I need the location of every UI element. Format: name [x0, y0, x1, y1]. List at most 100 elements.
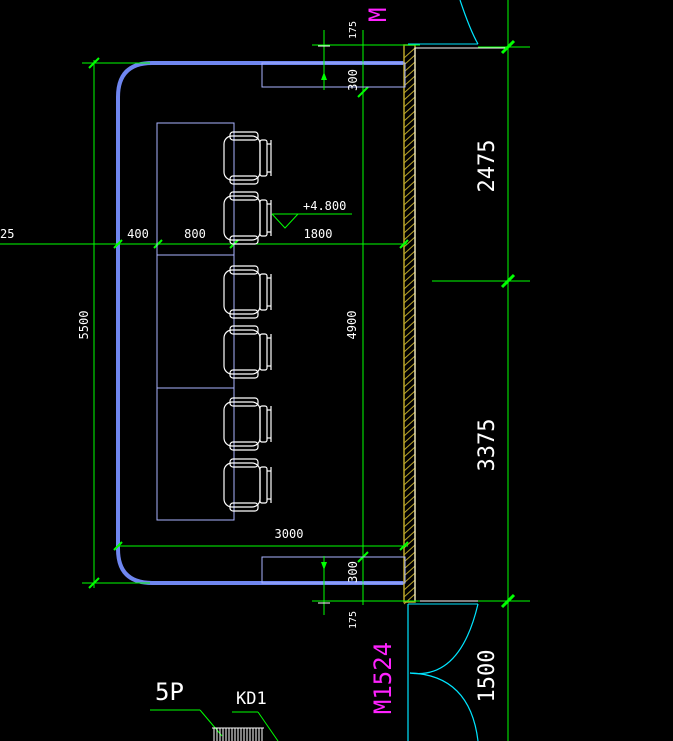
dim-300-bottom: 300 — [346, 561, 360, 583]
hatch-line — [403, 208, 416, 220]
door-arcs — [407, 0, 479, 741]
h3000-tick-left — [113, 541, 123, 551]
hatch-line — [403, 243, 416, 255]
chair-arm-top — [229, 131, 259, 141]
bottom-left-leaders — [150, 709, 279, 741]
chair-back — [259, 466, 268, 504]
right-tick-top — [500, 39, 516, 55]
hatch-line — [403, 75, 416, 87]
chair-3 — [223, 265, 272, 319]
left-tick-top — [88, 57, 100, 69]
chair-arm-bottom — [229, 235, 259, 245]
chair-5 — [223, 397, 272, 451]
chairs — [223, 131, 272, 512]
outer-wall — [116, 61, 405, 585]
hatch-line — [403, 194, 416, 206]
hatch-line — [403, 460, 416, 472]
dim-5500: 5500 — [77, 311, 91, 340]
hatch-line — [403, 474, 416, 486]
leader-kd1-diag — [257, 711, 279, 741]
hatch-line — [403, 551, 416, 563]
chair-arm-bottom — [229, 175, 259, 185]
hatch-line — [403, 173, 416, 185]
door-arc-bottom-1 — [409, 603, 479, 675]
hatch-line — [403, 397, 416, 409]
hatch-line — [403, 341, 416, 353]
hatch-line — [403, 586, 416, 598]
hatch-line — [403, 544, 416, 556]
chair-back — [259, 273, 268, 311]
hatch-line — [403, 271, 416, 283]
chair-seat — [223, 135, 261, 181]
hatch-line — [403, 131, 416, 143]
hatch-line — [403, 411, 416, 423]
hatch-line — [403, 390, 416, 402]
chair-arm-top — [229, 191, 259, 201]
h3000-tick-right — [399, 541, 409, 551]
hatch-line — [403, 327, 416, 339]
chair-arm-top — [229, 458, 259, 468]
hatch-line — [403, 89, 416, 101]
right-tick-bottom — [500, 593, 516, 609]
hatch-line — [403, 145, 416, 157]
hatch-line — [403, 152, 416, 164]
hatch-line — [403, 355, 416, 367]
chair-seat — [223, 462, 261, 508]
chair-seat — [223, 269, 261, 315]
chair-1 — [223, 131, 272, 185]
hatch-line — [403, 47, 416, 59]
hatch-line — [403, 82, 416, 94]
dim-175-top: 175 — [348, 21, 359, 39]
hatch-line — [403, 453, 416, 465]
hatch-line — [403, 278, 416, 290]
hatched-wall — [403, 44, 416, 605]
h-tick-1 — [113, 239, 123, 249]
left-tick-bottom — [88, 577, 100, 589]
chair-back — [259, 405, 268, 443]
door-label-top: M — [364, 8, 392, 22]
dim-175-bottom: 175 — [348, 611, 359, 629]
chair-arm-top — [229, 325, 259, 335]
desks — [156, 122, 235, 521]
hatch-line — [403, 138, 416, 150]
door-arc-top — [459, 0, 479, 45]
hatch-line — [403, 502, 416, 514]
bottom-arrow — [321, 562, 327, 570]
hatch-line — [403, 68, 416, 80]
hatch-line — [403, 292, 416, 304]
chair-arm-bottom — [229, 502, 259, 512]
hatch-line — [403, 376, 416, 388]
door-label-m1524: M1524 — [369, 642, 397, 714]
hatch-line — [403, 425, 416, 437]
bottom-horizontal-dimension — [113, 541, 409, 551]
hatch-line — [403, 257, 416, 269]
hatch-line — [403, 432, 416, 444]
hatch-line — [403, 215, 416, 227]
hatch-line — [403, 488, 416, 500]
hatch-line — [403, 320, 416, 332]
chair-4 — [223, 325, 272, 379]
dim-1800: 1800 — [304, 227, 333, 241]
hatch-line — [403, 404, 416, 416]
hatch-line — [403, 54, 416, 66]
hatch-line — [403, 201, 416, 213]
hatch-line — [403, 593, 416, 605]
chair-arm-bottom — [229, 309, 259, 319]
hatch-line — [403, 103, 416, 115]
hatch-line — [403, 285, 416, 297]
hatch-line — [403, 530, 416, 542]
hatch-line — [403, 187, 416, 199]
h-tick-4 — [399, 239, 409, 249]
hatch-line — [403, 313, 416, 325]
dim-2475: 2475 — [475, 140, 500, 193]
stair-hatch — [212, 727, 264, 741]
hatch-line — [403, 523, 416, 535]
dim-1500: 1500 — [475, 650, 500, 703]
dim-25: 25 — [0, 227, 14, 241]
chair-seat — [223, 329, 261, 375]
hatch-line — [403, 159, 416, 171]
leader-5p-diag — [199, 709, 223, 737]
kd1-label: KD1 — [236, 689, 267, 709]
hatch-line — [403, 264, 416, 276]
